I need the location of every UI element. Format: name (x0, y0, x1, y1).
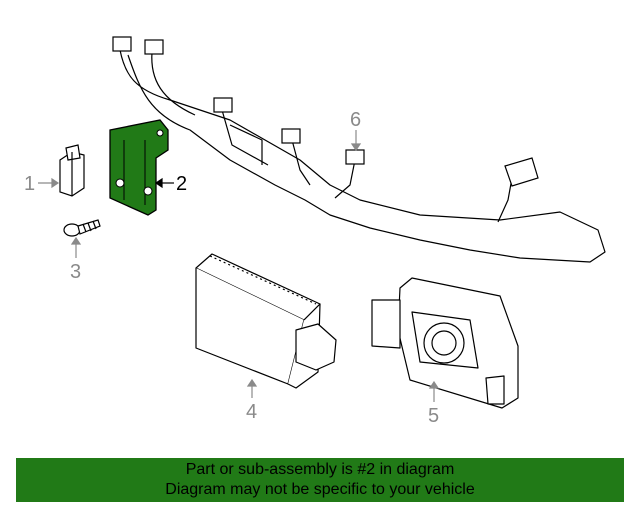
part-5-sensor[interactable] (371, 277, 519, 409)
banner-line-1: Part or sub-assembly is #2 in diagram (185, 461, 455, 478)
parts-diagram: 1 2 3 4 5 6 (24, 36, 606, 427)
arrowhead (154, 177, 163, 189)
callout-3: 3 (70, 261, 81, 283)
connector-plug (504, 157, 539, 187)
callout-2: 2 (176, 173, 187, 195)
part-3-screw[interactable] (63, 219, 101, 237)
callout-6: 6 (350, 109, 361, 131)
wiring-harness[interactable] (119, 49, 606, 263)
connector-plug (213, 97, 233, 113)
part-1-retainer[interactable] (59, 144, 85, 197)
connector-plug (281, 128, 301, 144)
callout-5: 5 (428, 405, 439, 427)
part-2-bracket[interactable] (109, 119, 169, 216)
connector-plug (112, 36, 132, 52)
connector-plug (144, 39, 164, 55)
banner-line-2: Diagram may not be specific to your vehi… (165, 481, 475, 498)
arrowhead (70, 236, 82, 245)
arrowhead (350, 143, 362, 152)
arrowhead (246, 378, 258, 387)
part-4-module[interactable] (195, 253, 337, 389)
callout-1: 1 (24, 173, 35, 195)
connector-plug (345, 149, 365, 165)
diagram-notice-banner: Part or sub-assembly is #2 in diagram Di… (16, 458, 624, 502)
arrowhead (428, 380, 440, 389)
callout-4: 4 (246, 401, 257, 423)
arrowhead (51, 177, 60, 189)
